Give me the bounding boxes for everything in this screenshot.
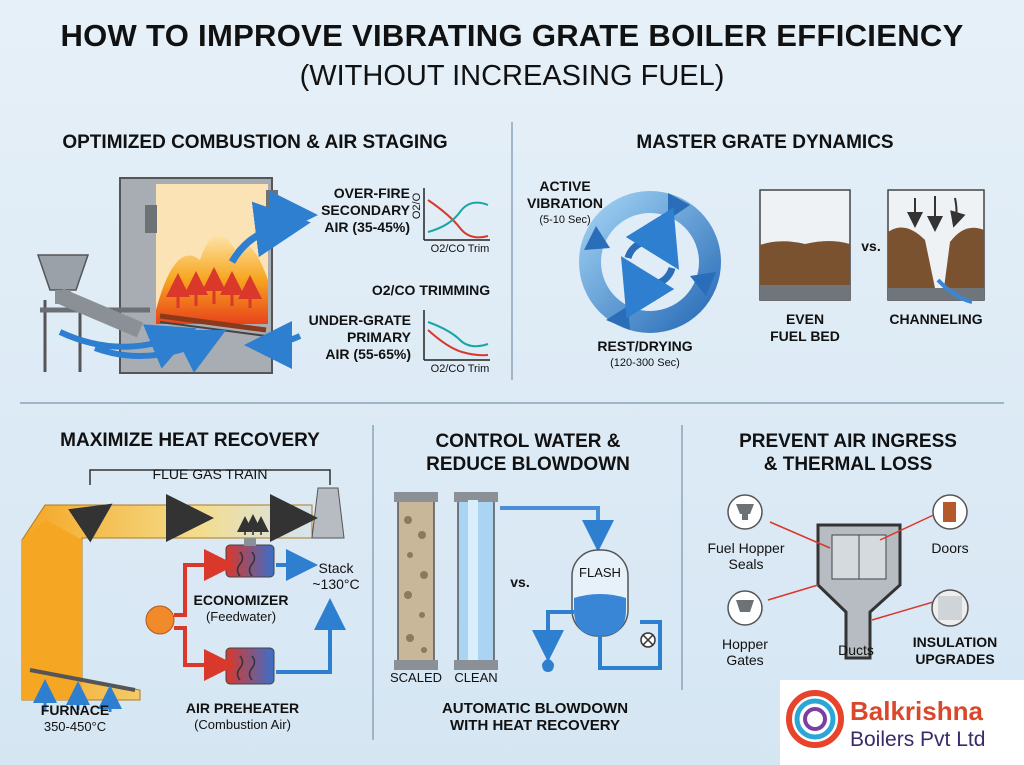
even-fuel-bed-drawing — [759, 189, 851, 301]
channeling-fuel-bed-drawing — [887, 189, 985, 304]
brand-name: Balkrishna — [850, 696, 983, 726]
combustion-heading: OPTIMIZED COMBUSTION & AIR STAGING — [62, 132, 448, 153]
grate-heading: MASTER GRATE DYNAMICS — [636, 132, 894, 153]
heat-heading: MAXIMIZE HEAT RECOVERY — [60, 430, 320, 451]
water-vs-label: vs. — [510, 574, 530, 590]
o2-co-trim-chart-1 — [423, 188, 490, 241]
main-subtitle: (WITHOUT INCREASING FUEL) — [299, 60, 725, 92]
economizer-label: ECONOMIZER(Feedwater) — [193, 592, 289, 624]
hopper-duct-drawing — [816, 523, 902, 660]
water-heading: CONTROL WATER &REDUCE BLOWDOWN — [426, 431, 630, 475]
scaled-tube-drawing — [394, 492, 438, 670]
grate-vs-label: vs. — [861, 238, 881, 254]
main-title: HOW TO IMPROVE VIBRATING GRATE BOILER EF… — [60, 18, 964, 53]
under-grate-air-arrows — [58, 320, 302, 373]
connection-pipes — [145, 549, 346, 681]
chart1-caption: O2/CO Trim — [430, 243, 490, 255]
ducts-label: Ducts — [838, 642, 874, 658]
flue-gas-train-label: FLUE GAS TRAIN — [152, 466, 268, 482]
brand-subtitle: Boilers Pvt Ltd — [850, 728, 986, 751]
economizer-drawing — [225, 538, 318, 581]
flash-label: FLASH — [579, 565, 621, 580]
chart1-ylabel: O2/O — [411, 192, 424, 220]
rest-drying-label: REST/DRYING (120-300 Sec) — [597, 338, 693, 369]
ingress-heading: PREVENT AIR INGRESS& THERMAL LOSS — [739, 431, 957, 475]
callout-lines — [767, 511, 941, 621]
flash-tank-drawing — [500, 506, 662, 672]
o2-co-trim-chart-2 — [423, 310, 490, 361]
stack-label: Stack~130°C — [312, 560, 360, 592]
chart2-caption: O2/CO Trim — [430, 363, 490, 375]
trimming-label: O2/CO TRIMMING — [371, 282, 491, 298]
callout-icons — [727, 494, 969, 627]
channeling-label: CHANNELING — [889, 311, 983, 327]
brand-badge — [780, 680, 1024, 765]
air-preheater-drawing — [225, 647, 275, 685]
doors-label: Doors — [931, 540, 969, 556]
vibration-cycle-diagram — [579, 191, 721, 333]
flue-gas-train-drawing — [21, 469, 345, 712]
clean-tube-drawing — [454, 492, 498, 670]
fuel-hopper-drawing — [36, 254, 150, 372]
boiler-furnace-drawing — [119, 177, 318, 374]
clean-label: CLEAN — [454, 670, 498, 685]
scaled-label: SCALED — [389, 670, 443, 685]
air-preheater-label: AIR PREHEATER(Combustion Air) — [185, 700, 300, 732]
